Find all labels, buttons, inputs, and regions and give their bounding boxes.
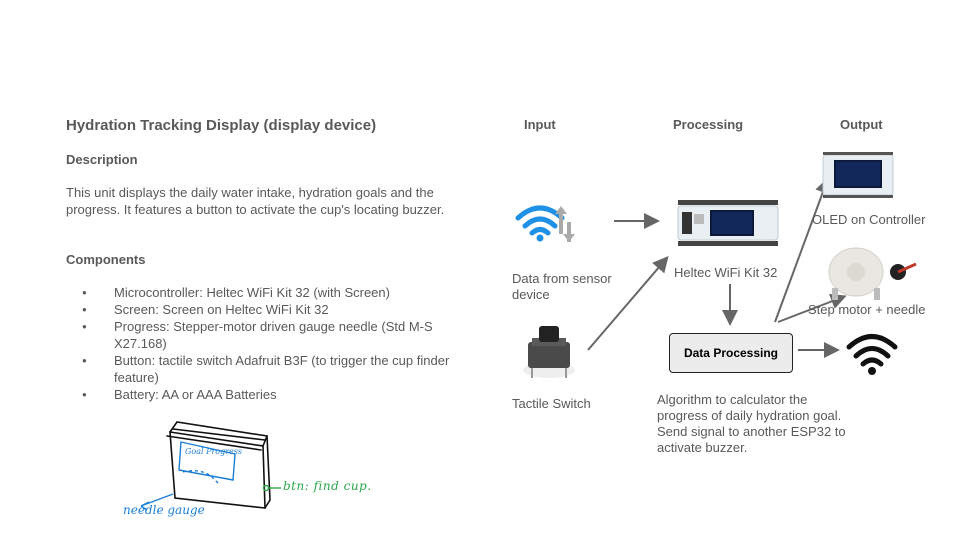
output-heading: Output xyxy=(840,117,883,132)
tactile-switch-image xyxy=(523,326,575,378)
algorithm-text: Algorithm to calculator the progress of … xyxy=(657,392,846,455)
page-title: Hydration Tracking Display (display devi… xyxy=(66,117,377,134)
list-item: Microcontroller: Heltec WiFi Kit 32 (wit… xyxy=(66,284,466,301)
processing-heading: Processing xyxy=(673,117,744,132)
list-item: Progress: Stepper-motor driven gauge nee… xyxy=(66,318,466,352)
controller-label: Heltec WiFi Kit 32 xyxy=(674,265,778,280)
sketch-box-label: Goal Progress xyxy=(185,447,242,456)
sketch-needle-label: needle gauge xyxy=(123,503,205,517)
list-item: Battery: AA or AAA Batteries xyxy=(66,386,466,403)
input-heading: Input xyxy=(524,117,556,132)
stepper-motor-image xyxy=(828,247,917,300)
data-processing-box: Data Processing xyxy=(669,333,793,373)
list-item: Screen: Screen on Heltec WiFi Kit 32 xyxy=(66,301,466,318)
wifi-icon xyxy=(846,334,898,375)
motor-label: Step motor + needle xyxy=(808,302,926,317)
description-heading: Description xyxy=(66,152,138,167)
switch-label: Tactile Switch xyxy=(512,396,591,411)
arrow-processing-to-oled xyxy=(774,177,831,323)
list-item: Button: tactile switch Adafruit B3F (to … xyxy=(66,352,466,386)
components-list: Microcontroller: Heltec WiFi Kit 32 (wit… xyxy=(66,284,466,403)
sketch-button-label: btn: find cup. xyxy=(283,479,372,493)
heltec-board-image xyxy=(677,200,779,246)
description-text: This unit displays the daily water intak… xyxy=(66,185,445,217)
arrow-processing-to-motor xyxy=(777,293,847,323)
hand-sketch: Goal Progress needle gauge btn: find cup… xyxy=(123,421,372,517)
arrow-switch-to-controller xyxy=(587,255,669,351)
oled-label: OLED on Controller xyxy=(812,212,926,227)
wifi-sync-icon xyxy=(515,205,575,242)
sensor-label: Data from sensor device xyxy=(512,271,612,302)
components-heading: Components xyxy=(66,252,146,267)
oled-board-image xyxy=(822,152,894,198)
